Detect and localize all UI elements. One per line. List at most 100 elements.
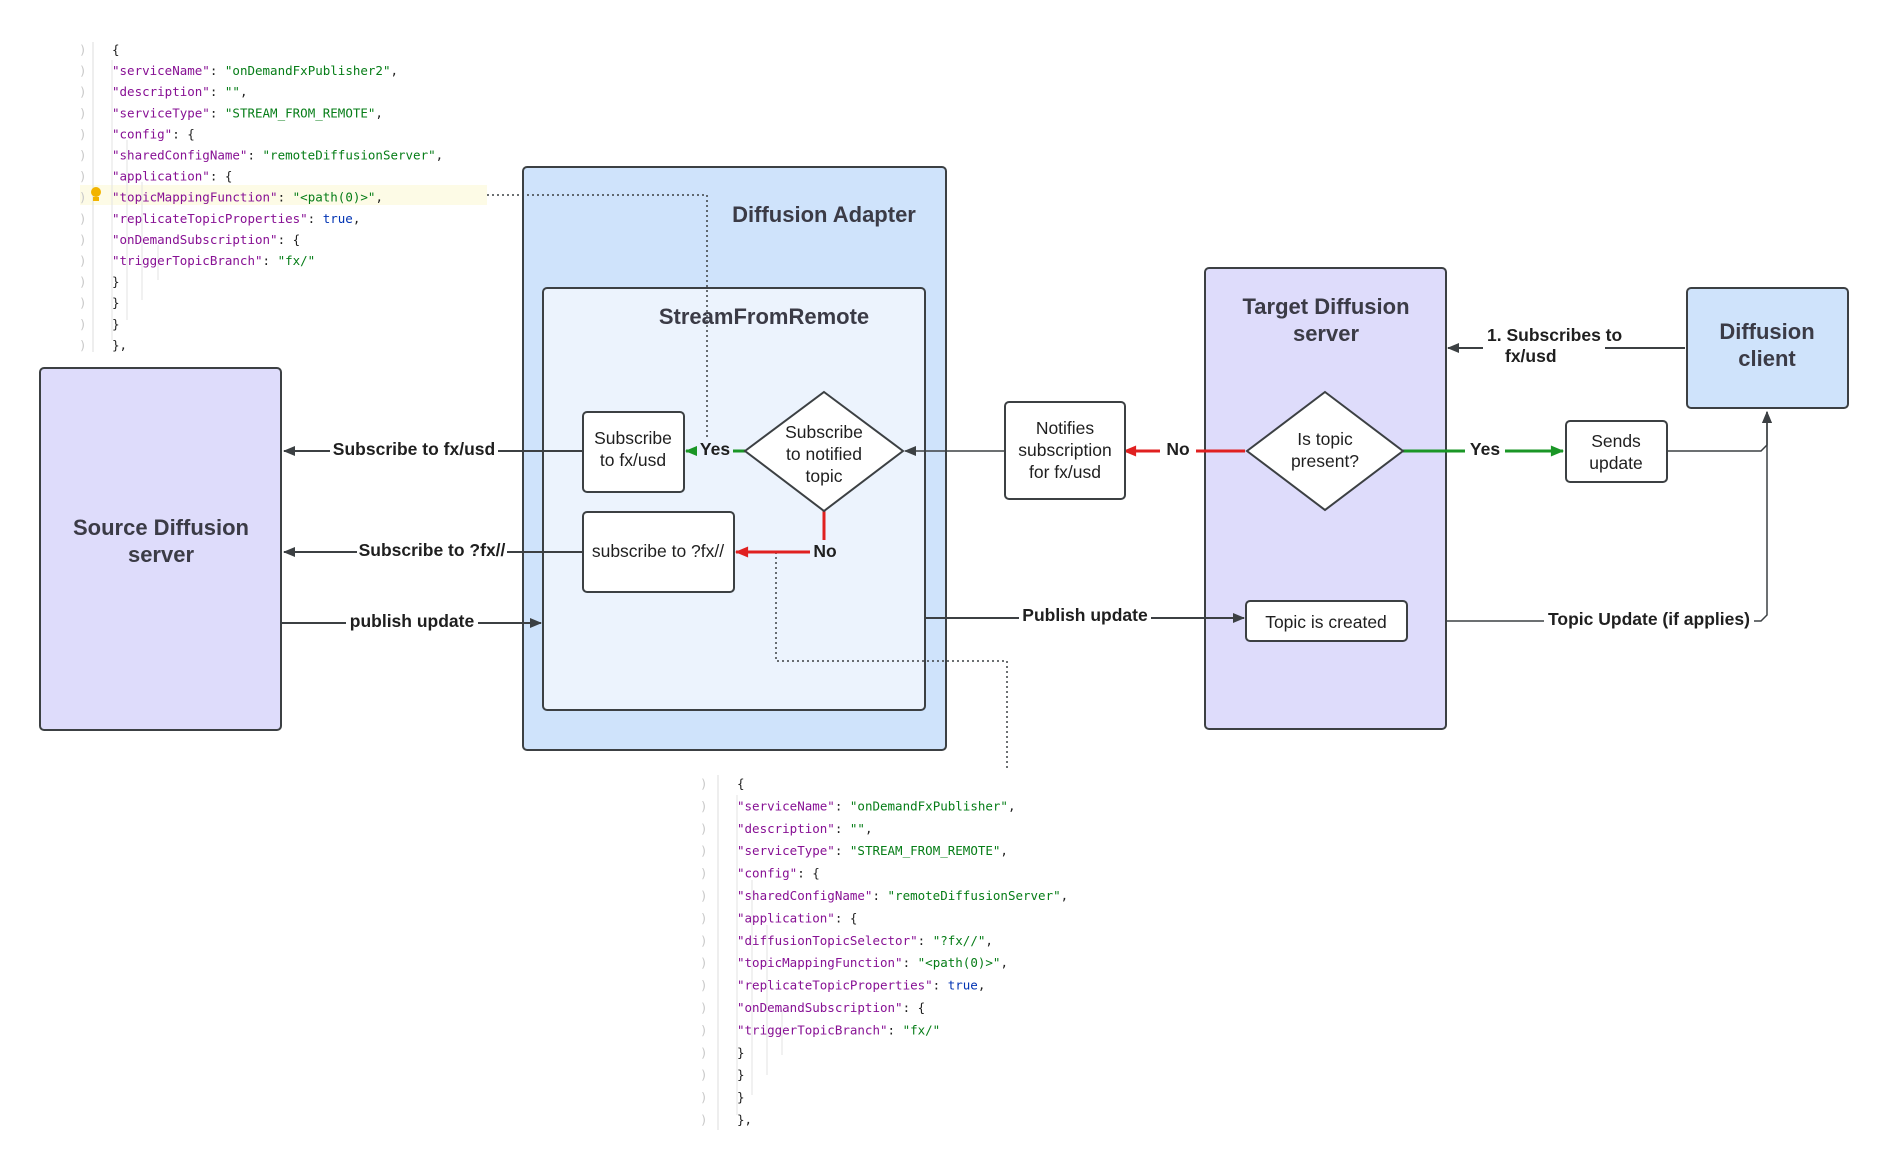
code-gutter-marker: ) <box>700 1090 708 1105</box>
code-gutter-marker: ) <box>700 1045 708 1060</box>
decision-subscribe-notified-line2: to notified <box>786 444 862 464</box>
source-server-title-line1: Source Diffusion <box>73 515 249 540</box>
node-subscribe-wildcard <box>582 511 735 593</box>
code-line: "replicateTopicProperties": true, <box>112 211 360 226</box>
code-line: "application": { <box>737 910 857 925</box>
code-gutter-marker: ) <box>700 1022 708 1037</box>
code-gutter-marker: ) <box>79 253 87 268</box>
edge-label-subscribe-wildcard: Subscribe to ?fx// <box>359 540 506 560</box>
code-gutter-marker: ) <box>700 798 708 813</box>
code-line: "sharedConfigName": "remoteDiffusionServ… <box>112 148 443 163</box>
decision-is-topic-present-line1: Is topic <box>1297 429 1353 449</box>
node-subscribe-fxusd <box>582 411 685 493</box>
code-line: "application": { <box>112 169 232 184</box>
node-sends-update-line1: Sends <box>1591 431 1641 451</box>
diffusion-client <box>1686 287 1849 409</box>
node-notifies-line1: Notifies <box>1036 418 1095 438</box>
code-gutter-marker: ) <box>700 978 708 993</box>
node-topic-created <box>1245 600 1408 642</box>
node-subscribe-wildcard-label: subscribe to ?fx// <box>592 541 724 561</box>
edge-label-publish-update-in: publish update <box>350 611 475 631</box>
code-gutter-marker: ) <box>79 211 87 226</box>
edge-label-topic-update: Topic Update (if applies) <box>1548 609 1750 629</box>
code-line: { <box>737 776 745 791</box>
decision-subscribe-notified-line1: Subscribe <box>785 422 863 442</box>
code-gutter-marker: ) <box>700 1000 708 1015</box>
code-gutter-marker: ) <box>700 955 708 970</box>
code-line: "topicMappingFunction": "<path(0)>", <box>112 190 383 205</box>
code-gutter-marker: ) <box>79 63 87 78</box>
code-gutter-marker: ) <box>79 84 87 99</box>
code-line: }, <box>112 337 127 352</box>
code-line: } <box>737 1067 745 1082</box>
decision-subscribe-notified <box>743 390 905 513</box>
node-sends-update <box>1565 420 1668 483</box>
code-lines: ) {) "serviceName": "onDemandFxPublisher2… <box>79 42 443 352</box>
code-top-callout-line <box>487 194 708 450</box>
code-gutter-marker: ) <box>79 105 87 120</box>
code-line: } <box>112 274 120 289</box>
code-line: "description": "", <box>737 821 873 836</box>
code-line: "description": "", <box>112 84 248 99</box>
code-gutter-marker: ) <box>79 169 87 184</box>
code-line: "topicMappingFunction": "<path(0)>", <box>737 955 1008 970</box>
diffusion-client-title-line1: Diffusion <box>1719 319 1814 344</box>
edge-label-publish-update-out: Publish update <box>1022 605 1148 625</box>
code-line: "sharedConfigName": "remoteDiffusionServ… <box>737 888 1068 903</box>
highlighted-line <box>80 185 487 205</box>
code-line: "replicateTopicProperties": true, <box>737 978 985 993</box>
code-gutter-marker: ) <box>700 1112 708 1127</box>
node-subscribe-fxusd-line1: Subscribe <box>594 428 672 448</box>
code-gutter-marker: ) <box>700 821 708 836</box>
code-line: }, <box>737 1112 752 1127</box>
code-gutter-marker: ) <box>79 295 87 310</box>
stream-from-remote-title: StreamFromRemote <box>659 304 869 329</box>
code-gutter-marker: ) <box>79 316 87 331</box>
node-notifies-line3: for fx/usd <box>1029 462 1101 482</box>
source-server-title-line2: server <box>128 542 195 567</box>
edge-label-client-subscribes-line1: 1. Subscribes to <box>1487 325 1622 345</box>
node-topic-created-label: Topic is created <box>1265 612 1387 632</box>
code-snippet-top: ) {) "serviceName": "onDemandFxPublisher2… <box>79 42 487 352</box>
code-lines: ) {) "serviceName": "onDemandFxPublisher"… <box>700 776 1068 1127</box>
code-line: "triggerTopicBranch": "fx/" <box>737 1022 940 1037</box>
code-gutter-marker: ) <box>79 148 87 163</box>
code-gutter-marker: ) <box>79 337 87 352</box>
code-line: } <box>112 295 120 310</box>
code-snippet-bottom: ) {) "serviceName": "onDemandFxPublisher"… <box>700 775 1068 1130</box>
code-gutter-marker: ) <box>79 42 87 57</box>
code-line: "serviceName": "onDemandFxPublisher", <box>737 798 1015 813</box>
diffusion-adapter-title: Diffusion Adapter <box>732 202 916 227</box>
node-subscribe-fxusd-line2: to fx/usd <box>600 450 666 470</box>
diffusion-client-title-line2: client <box>1738 346 1796 371</box>
code-gutter-marker: ) <box>700 910 708 925</box>
target-server-title-line1: Target Diffusion <box>1242 294 1409 319</box>
code-line: "diffusionTopicSelector": "?fx//", <box>737 933 993 948</box>
code-line: "onDemandSubscription": { <box>737 1000 925 1015</box>
edge-label-no-down: No <box>813 541 836 561</box>
code-line: "serviceType": "STREAM_FROM_REMOTE", <box>737 843 1008 858</box>
code-line: "config": { <box>112 126 195 141</box>
code-line: } <box>112 316 120 331</box>
code-line: { <box>112 42 120 57</box>
edge-label-client-subscribes-line2: fx/usd <box>1505 346 1557 366</box>
code-line: } <box>737 1045 745 1060</box>
code-line: "serviceName": "onDemandFxPublisher2", <box>112 63 398 78</box>
code-gutter-marker: ) <box>79 232 87 247</box>
decision-subscribe-notified-line3: topic <box>806 466 843 486</box>
node-sends-update-line2: update <box>1589 453 1643 473</box>
edge-label-yes-left: Yes <box>700 439 730 459</box>
code-gutter-marker: ) <box>700 843 708 858</box>
code-line: "config": { <box>737 866 820 881</box>
edge-sends-update-to-client <box>1665 411 1772 452</box>
code-gutter-marker: ) <box>79 126 87 141</box>
code-gutter-marker: ) <box>79 274 87 289</box>
code-line: "triggerTopicBranch": "fx/" <box>112 253 315 268</box>
edge-label-yes-right: Yes <box>1470 439 1500 459</box>
lightbulb-icon[interactable] <box>91 187 101 201</box>
stream-from-remote-container <box>542 287 926 711</box>
decision-is-topic-present <box>1245 390 1405 512</box>
code-gutter-marker: ) <box>79 190 87 205</box>
edge-label-no-left: No <box>1166 439 1189 459</box>
